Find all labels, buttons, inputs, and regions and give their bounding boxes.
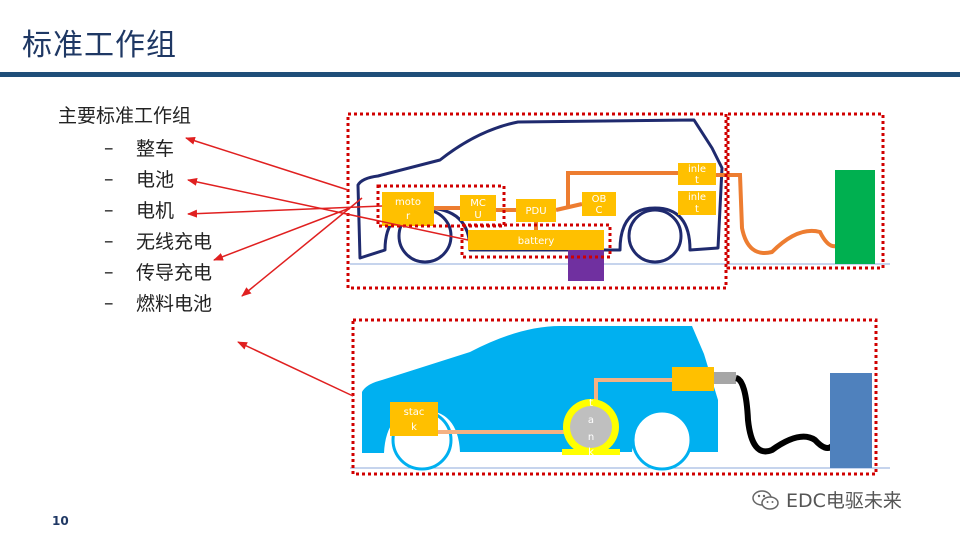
fcv-rear-wheel xyxy=(631,409,693,471)
list-item-label: 电池 xyxy=(136,169,175,191)
list-item: –电池 xyxy=(104,163,212,194)
obc-box: OB C xyxy=(582,192,616,216)
tank-label-1: t xyxy=(589,398,593,409)
page-number: 10 xyxy=(52,514,69,528)
inlet-top-box: inle t xyxy=(678,163,716,186)
dash-bullet: – xyxy=(104,229,114,252)
mcu-box: MC U xyxy=(460,195,496,221)
list-item-label: 电机 xyxy=(136,200,175,222)
motor-label-1: moto xyxy=(395,197,421,208)
list-item: –无线充电 xyxy=(104,225,212,256)
hydrogen-dispenser xyxy=(830,373,872,468)
inlet-top-label-1: inle xyxy=(688,164,706,175)
inlet-bottom-label-1: inle xyxy=(688,192,706,203)
dash-bullet: – xyxy=(104,260,114,283)
inlet-bottom-box: inle t xyxy=(678,191,716,215)
fcv-diagram: stac k t a n k xyxy=(350,326,890,471)
arrow-battery xyxy=(187,177,469,241)
pdu-box: PDU xyxy=(516,199,556,222)
ev-vehicle-boundary xyxy=(346,112,728,290)
list-item-label: 传导充电 xyxy=(136,262,213,284)
fcv-pipes xyxy=(436,378,674,434)
motor-box: moto r xyxy=(382,192,434,226)
working-group-list: –整车 –电池 –电机 –无线充电 –传导充电 –燃料电池 xyxy=(104,132,212,318)
mcu-label-2: U xyxy=(474,210,481,221)
dash-bullet: – xyxy=(104,291,114,314)
fcv-boundary xyxy=(351,318,878,476)
tank-label-3: n xyxy=(588,432,594,443)
watermark-text: EDC电驱未来 xyxy=(786,490,902,512)
list-item-label: 燃料电池 xyxy=(136,293,213,315)
list-item: –传导充电 xyxy=(104,256,212,287)
dash-bullet: – xyxy=(104,136,114,159)
list-item: –电机 xyxy=(104,194,212,225)
hydrogen-receptacle xyxy=(672,367,714,391)
arrow-motor xyxy=(187,205,383,218)
wechat-icon xyxy=(752,489,779,510)
inlet-bottom-label-2: t xyxy=(695,204,699,215)
slide-title: 标准工作组 xyxy=(22,28,177,63)
list-item: –燃料电池 xyxy=(104,287,212,318)
battery-box: battery xyxy=(468,230,604,250)
boundary-boxes xyxy=(346,112,885,476)
pointer-arrows xyxy=(185,136,469,397)
arrow-wireless xyxy=(213,207,351,261)
dispenser-hose xyxy=(734,375,835,455)
battery-label: battery xyxy=(518,236,555,247)
watermark: EDC电驱未来 xyxy=(752,486,902,513)
stack-label-2: k xyxy=(411,422,417,433)
obc-label-1: OB xyxy=(592,194,607,205)
obc-label-2: C xyxy=(596,205,603,216)
ev-battery-pack xyxy=(568,247,604,281)
arrow-conductive xyxy=(241,197,363,297)
title-divider xyxy=(0,72,960,77)
ev-charging-post xyxy=(835,170,875,264)
stack-label-1: stac xyxy=(404,407,425,418)
tank-label-2: a xyxy=(588,415,594,426)
fuel-cell-stack: stac k xyxy=(390,402,438,436)
pdu-label: PDU xyxy=(525,206,546,217)
motor-label-2: r xyxy=(406,211,411,222)
arrow-fuel-cell xyxy=(237,341,354,397)
ev-diagram: moto r MC U PDU OB C inle t inle t xyxy=(350,118,890,281)
dash-bullet: – xyxy=(104,198,114,221)
list-heading: 主要标准工作组 xyxy=(58,105,192,127)
hydrogen-tank: t a n k xyxy=(562,398,620,458)
tank-label-4: k xyxy=(588,447,594,458)
inlet-top-label-2: t xyxy=(695,175,699,186)
arrow-vehicle xyxy=(185,136,349,191)
list-item-label: 整车 xyxy=(136,138,175,160)
fcv-car-body xyxy=(362,326,718,453)
ev-charger-boundary xyxy=(726,112,885,270)
list-item: –整车 xyxy=(104,132,212,163)
nozzle-connector xyxy=(714,372,736,384)
ev-rear-wheel xyxy=(627,208,683,264)
dash-bullet: – xyxy=(104,167,114,190)
list-item-label: 无线充电 xyxy=(136,231,213,253)
mcu-label-1: MC xyxy=(470,198,486,209)
battery-boundary xyxy=(460,223,612,259)
